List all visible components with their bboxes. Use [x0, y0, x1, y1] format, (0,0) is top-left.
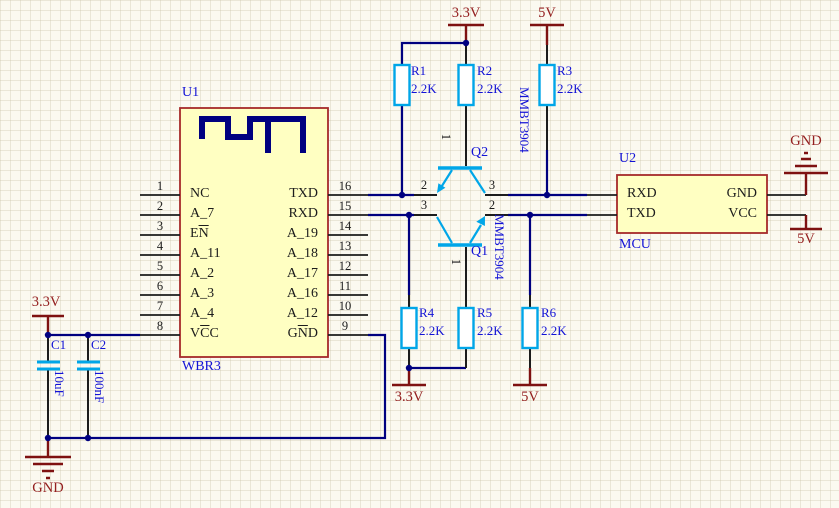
- q2-pin3-label: 3: [488, 178, 496, 192]
- power-5v-top-label: 5V: [538, 5, 556, 21]
- q2-symbol[interactable]: [437, 166, 486, 194]
- power-3v3-left-label: 3.3V: [31, 294, 61, 310]
- u1-pin-number: 1: [156, 179, 164, 193]
- u2-value: MCU: [619, 237, 651, 252]
- u1-pin-number: 15: [338, 199, 352, 213]
- r3-designator: R3: [557, 63, 573, 78]
- r2-symbol: [457, 63, 475, 107]
- c1-value: 10uF: [52, 370, 67, 397]
- u1-pin-name-en: EN: [190, 226, 209, 241]
- power-3v3-top-label: 3.3V: [451, 5, 481, 21]
- u1-pin-name-a18: A_18: [286, 246, 318, 261]
- power-5v-right-label: 5V: [797, 231, 815, 247]
- power-3v3-bottom-label: 3.3V: [394, 389, 424, 405]
- c1-designator: C1: [51, 337, 67, 352]
- u1-pin-name-a12: A_12: [286, 306, 318, 321]
- u1-pin-number: 10: [338, 299, 352, 313]
- u1-pin-number: 11: [338, 279, 352, 293]
- r6-symbol: [521, 306, 539, 350]
- r2-value: 2.2K: [477, 81, 503, 96]
- q2-pin2-label: 2: [420, 178, 428, 192]
- u2-pin-name-txd: TXD: [627, 206, 656, 221]
- antenna-icon: [199, 116, 306, 153]
- u1-pin-number: 16: [338, 179, 352, 193]
- r4-symbol: [400, 306, 418, 350]
- c2-designator: C2: [91, 337, 107, 352]
- u2-body[interactable]: [616, 174, 768, 234]
- r2-designator: R2: [477, 63, 493, 78]
- gnd-left-label: GND: [32, 480, 64, 496]
- r5-designator: R5: [477, 305, 493, 320]
- u1-pin-number: 2: [156, 199, 164, 213]
- u1-value: WBR3: [182, 359, 221, 374]
- q1-designator: Q1: [471, 244, 489, 259]
- c2-value: 100nF: [92, 370, 107, 404]
- r5-value: 2.2K: [477, 323, 503, 338]
- u2-pins[interactable]: [587, 194, 806, 216]
- r1-symbol: [393, 63, 411, 107]
- q2-value: MMBT3904: [517, 87, 532, 153]
- resistor-symbols[interactable]: [393, 63, 556, 350]
- q1-value: MMBT3904: [492, 214, 507, 280]
- r3-symbol: [538, 63, 556, 107]
- u1-pin-name-a11: A_11: [190, 246, 221, 261]
- u1-pin-name-a2: A_2: [190, 266, 215, 281]
- u1-pin-number: 9: [341, 319, 349, 333]
- gnd-right-label: GND: [790, 133, 822, 149]
- u1-pin-name-nc: NC: [190, 186, 210, 201]
- q2-designator: Q2: [471, 145, 489, 160]
- u1-pin-number: 8: [156, 319, 164, 333]
- u1-pin-name-rxd: RXD: [288, 206, 318, 221]
- q2-pin1-label: 1: [438, 133, 453, 140]
- u2-pin-name-rxd: RXD: [627, 186, 657, 201]
- u1-pin-number: 14: [338, 219, 352, 233]
- capacitor-symbols[interactable]: [37, 360, 100, 371]
- junction-dots: [44, 39, 551, 442]
- u1-pin-number: 13: [338, 239, 352, 253]
- u1-pin-name-a17: A_17: [286, 266, 318, 281]
- power-5v-bottom[interactable]: [513, 368, 547, 387]
- u2-designator: U2: [619, 151, 637, 166]
- r6-designator: R6: [541, 305, 557, 320]
- power-5v-top[interactable]: [530, 23, 564, 45]
- q1-pin2-label: 2: [488, 198, 496, 212]
- r4-designator: R4: [419, 305, 435, 320]
- u1-pins[interactable]: [140, 194, 368, 336]
- u2-pin-name-gnd: GND: [726, 186, 757, 201]
- u1-pin-name-vcc: VCC: [190, 326, 219, 341]
- q1-pin3-label: 3: [420, 198, 428, 212]
- power-5v-right[interactable]: [790, 215, 822, 231]
- u2-pin-name-vcc: VCC: [728, 206, 757, 221]
- u1-pin-number: 6: [156, 279, 164, 293]
- power-5v-bottom-label: 5V: [521, 389, 539, 405]
- u1-designator: U1: [182, 85, 200, 100]
- q1-pin1-label: 1: [448, 258, 463, 265]
- gnd-symbol-left[interactable]: [25, 438, 71, 480]
- u1-pin-number: 3: [156, 219, 164, 233]
- u1-pin-number: 4: [156, 239, 164, 253]
- u1-pin-name-txd: TXD: [289, 186, 318, 201]
- u1-pin-name-a4: A_4: [190, 306, 215, 321]
- q1-symbol[interactable]: [436, 216, 485, 247]
- r1-designator: R1: [411, 63, 427, 78]
- pin-segments[interactable]: [47, 43, 548, 438]
- gnd-symbol-right[interactable]: [784, 151, 828, 195]
- r5-symbol: [457, 306, 475, 350]
- u1-pin-number: 7: [156, 299, 164, 313]
- r3-value: 2.2K: [557, 81, 583, 96]
- r6-value: 2.2K: [541, 323, 567, 338]
- u1-pin-name-a16: A_16: [286, 286, 318, 301]
- u1-pin-name-a19: A_19: [286, 226, 318, 241]
- u1-pin-name-gnd: GND: [287, 326, 318, 341]
- r4-value: 2.2K: [419, 323, 445, 338]
- u1-pin-number: 12: [338, 259, 352, 273]
- r1-value: 2.2K: [411, 81, 437, 96]
- u1-pin-number: 5: [156, 259, 164, 273]
- u1-pin-name-a3: A_3: [190, 286, 215, 301]
- u1-pin-name-a7: A_7: [190, 206, 215, 221]
